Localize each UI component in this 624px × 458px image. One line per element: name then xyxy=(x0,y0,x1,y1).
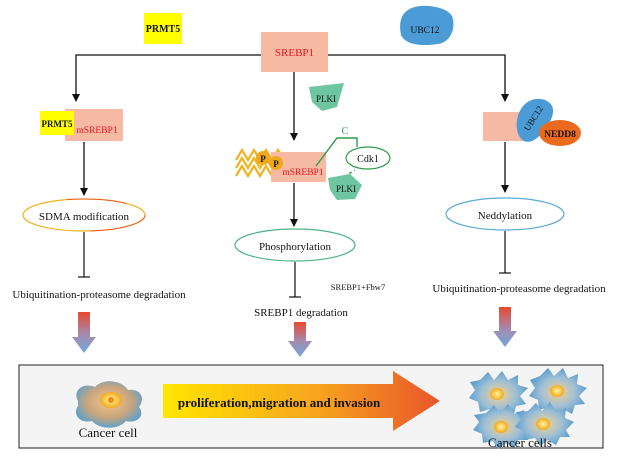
phospho-circle-2 xyxy=(269,156,283,170)
cdk1-ellipse: Cdk1 xyxy=(345,146,391,170)
cancer-cells-label: Cancer cells xyxy=(488,435,552,450)
progression-arrow: proliferation,migration and invasion xyxy=(163,371,440,431)
progression-label: proliferation,migration and invasion xyxy=(178,395,381,410)
p-label-2: P xyxy=(273,159,279,169)
branch-lines xyxy=(72,54,509,141)
sdma-ellipse: SDMA modification xyxy=(22,198,146,232)
cdk1-connectors xyxy=(315,137,358,181)
cdk1-label: Cdk1 xyxy=(357,154,379,165)
p-label-1: P xyxy=(260,154,266,164)
nedd8-label: NEDD8 xyxy=(544,130,576,140)
neddylation-label: Neddylation xyxy=(478,210,533,222)
left-inhibition xyxy=(78,232,90,278)
neddylation-ellipse: Neddylation xyxy=(445,197,565,231)
left-branch-arrow xyxy=(72,54,261,102)
left-degradation-label: Ubiquitination-proteasome degradation xyxy=(12,289,186,301)
middle-phospho-complex: P P mSREBP1 xyxy=(235,147,326,182)
left-msrebp1-label: mSREBP1 xyxy=(76,126,117,136)
plk1-top-label: PLKI xyxy=(316,94,336,104)
ubc12-top-label: UBC12 xyxy=(410,26,439,36)
single-cancer-cell xyxy=(75,381,142,428)
right-complex: UBC12 NEDD8 xyxy=(483,98,581,146)
phosphorylation-label: Phosphorylation xyxy=(259,241,332,253)
right-down-arrow xyxy=(493,307,517,347)
cancer-cell-label: Cancer cell xyxy=(79,425,138,440)
srebp1-fbw7-label: SREBP1+Fbw7 xyxy=(331,282,385,292)
left-down-arrow xyxy=(72,312,96,353)
srebp1-top-label: SREBP1 xyxy=(275,47,314,59)
right-inhibition xyxy=(499,231,511,274)
phospho-circle-1 xyxy=(256,151,270,165)
right-branch-arrow xyxy=(328,54,509,102)
middle-down-arrow xyxy=(288,322,312,357)
left-complex: PRMT5 mSREBP1 xyxy=(40,109,123,141)
c-label: C xyxy=(342,126,349,137)
middle-msrebp1-label: mSREBP1 xyxy=(282,168,323,178)
right-degradation-label: Ubiquitination-proteasome degradation xyxy=(432,283,606,295)
plk1-bottom-shape: PLKI xyxy=(328,174,362,200)
ubc12-top-shape: UBC12 xyxy=(400,5,454,46)
prmt5-top-label: PRMT5 xyxy=(146,24,180,35)
plk1-top-shape: PLKI xyxy=(309,83,344,111)
sdma-label: SDMA modification xyxy=(39,211,130,223)
srebp1-degradation-label: SREBP1 degradation xyxy=(254,307,348,319)
middle-inhibition xyxy=(289,262,301,298)
phosphorylation-ellipse: Phosphorylation xyxy=(234,228,356,262)
prmt5-top-box: PRMT5 xyxy=(144,13,182,44)
cancer-cell-cluster xyxy=(469,368,587,449)
left-prmt5-label: PRMT5 xyxy=(42,119,73,129)
plk1-bottom-label: PLKI xyxy=(336,184,356,194)
srebp1-top-box: SREBP1 xyxy=(261,32,328,72)
